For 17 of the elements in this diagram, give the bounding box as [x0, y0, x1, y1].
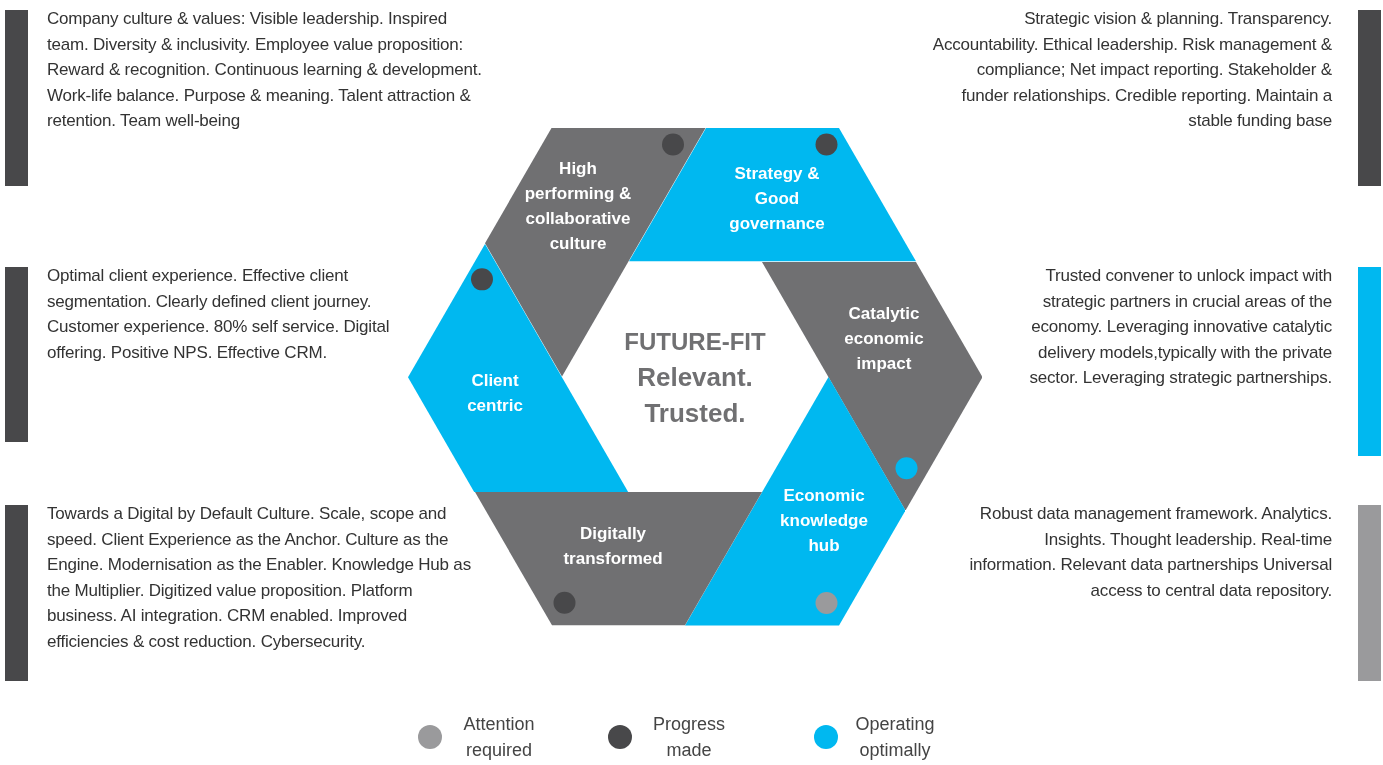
segment-label: Strategy & Good governance [728, 162, 826, 235]
center-tagline: Relevant. Trusted. [636, 361, 754, 430]
segment-label: Catalytic economic impact [843, 302, 925, 375]
segment-label: Economic knowledge hub [779, 484, 869, 557]
description-text: Trusted convener to unlock impact with strategic partners in crucial areas of the economy. Leveraging innovative catalytic delivery models,typically with the private sector. Leveraging strategic partnerships. [1028, 265, 1332, 389]
description-text: Company culture & values: Visible leadership. Inspired team. Diversity & inclusivity. Employee value proposition: Reward & recognition. Continuous learning & development. Work-life balance. Purpose & meaning. Talent attraction & retention. Team well-being [47, 8, 483, 132]
description-text: Towards a Digital by Default Culture. Scale, scope and speed. Client Experience as the Anchor. Culture as the Engine. Modernisation as the Enabler. Knowledge Hub as the Multiplier. Digitized value proposition. Platform business. AI integration. CRM enabled. Improved efficiencies & cost reduction. Cybersecurity. [47, 503, 472, 653]
legend-label: Operating optimally [854, 713, 936, 762]
center-heading: FUTURE-FIT [623, 327, 767, 357]
description-text: Strategic vision & planning. Transparency. Accountability. Ethical leadership. Risk management & compliance; Net impact reporting. Stakeholder & funder relationships. Credible reporting. Maintain a stable funding base [932, 8, 1332, 132]
segment-label: Client centric [466, 370, 524, 417]
segment-label: High performing & collaborative culture [523, 158, 633, 255]
description-text: Optimal client experience. Effective client segmentation. Clearly defined client journey. Customer experience. 80% self service. Digital offering. Positive NPS. Effective CRM. [47, 265, 391, 364]
legend-label: Progress made [652, 713, 726, 762]
description-text: Robust data management framework. Analytics. Insights. Thought leadership. Real-time information. Relevant data partnerships Universal access to central data repository. [968, 503, 1332, 602]
legend-label: Attention required [462, 713, 536, 762]
segment-label: Digitally transformed [562, 523, 664, 570]
